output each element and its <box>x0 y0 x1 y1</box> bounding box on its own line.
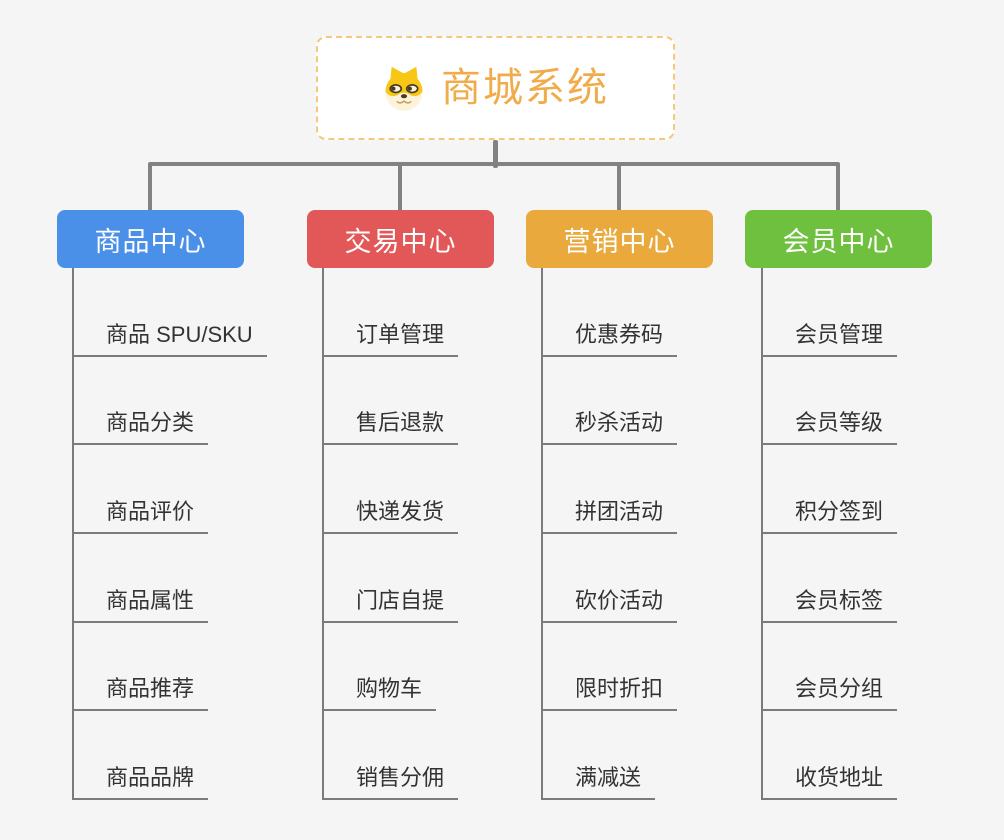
connector-horizontal <box>148 162 840 166</box>
child-node[interactable]: 销售分佣 <box>322 711 459 801</box>
child-node[interactable]: 秒杀活动 <box>541 357 678 446</box>
root-node[interactable]: 商城系统 <box>316 36 675 140</box>
child-node[interactable]: 商品 SPU/SKU <box>72 268 267 357</box>
child-node[interactable]: 优惠券码 <box>541 268 678 357</box>
branch-node-trade-center[interactable]: 交易中心 <box>307 210 494 268</box>
child-node-label: 购物车 <box>322 678 437 712</box>
child-node-label: 积分签到 <box>761 501 898 535</box>
child-node[interactable]: 购物车 <box>322 623 458 712</box>
child-node[interactable]: 会员分组 <box>761 623 898 712</box>
doge-icon <box>385 66 423 111</box>
child-node-label: 快递发货 <box>322 501 459 535</box>
child-node[interactable]: 订单管理 <box>322 268 459 357</box>
child-node[interactable]: 拼团活动 <box>541 445 678 535</box>
child-node[interactable]: 积分签到 <box>761 445 898 535</box>
child-node-label: 销售分佣 <box>322 767 459 801</box>
child-node[interactable]: 会员等级 <box>761 357 898 446</box>
child-node[interactable]: 商品属性 <box>72 534 267 623</box>
child-node-label: 商品品牌 <box>72 767 209 801</box>
child-node[interactable]: 限时折扣 <box>541 623 678 712</box>
branch-children-member: 会员管理 会员等级 积分签到 会员标签 会员分组 收货地址 <box>761 268 898 801</box>
connector-stub-trade <box>398 164 402 210</box>
child-node[interactable]: 商品品牌 <box>72 711 267 801</box>
child-node-label: 砍价活动 <box>541 589 678 623</box>
child-node[interactable]: 会员管理 <box>761 268 898 357</box>
child-node[interactable]: 售后退款 <box>322 357 459 446</box>
child-node[interactable]: 快递发货 <box>322 445 459 535</box>
child-node-label: 会员等级 <box>761 412 898 446</box>
connector-stub-marketing <box>617 164 621 210</box>
child-node-label: 秒杀活动 <box>541 412 678 446</box>
branch-children-product: 商品 SPU/SKU 商品分类 商品评价 商品属性 商品推荐 商品品牌 <box>72 268 267 801</box>
branch-node-member-center[interactable]: 会员中心 <box>745 210 932 268</box>
child-node-label: 拼团活动 <box>541 501 678 535</box>
child-node-label: 限时折扣 <box>541 678 678 712</box>
branch-node-product-center[interactable]: 商品中心 <box>57 210 244 268</box>
branch-children-marketing: 优惠券码 秒杀活动 拼团活动 砍价活动 限时折扣 满减送 <box>541 268 678 801</box>
child-node[interactable]: 商品分类 <box>72 357 267 446</box>
child-node[interactable]: 砍价活动 <box>541 534 678 623</box>
child-node-label: 商品属性 <box>72 589 209 623</box>
child-node[interactable]: 会员标签 <box>761 534 898 623</box>
child-node[interactable]: 门店自提 <box>322 534 459 623</box>
child-node-label: 收货地址 <box>761 767 898 801</box>
child-node[interactable]: 收货地址 <box>761 711 898 801</box>
branch-node-marketing-center[interactable]: 营销中心 <box>526 210 713 268</box>
connector-root-vertical <box>493 140 498 168</box>
child-node-label: 订单管理 <box>322 323 459 357</box>
child-node-label: 售后退款 <box>322 412 459 446</box>
child-node-label: 优惠券码 <box>541 323 678 357</box>
child-node-label: 门店自提 <box>322 589 459 623</box>
child-node-label: 满减送 <box>541 767 656 801</box>
child-node-label: 会员管理 <box>761 323 898 357</box>
child-node-label: 商品评价 <box>72 501 209 535</box>
child-node-label: 商品分类 <box>72 412 209 446</box>
connector-stub-member <box>836 164 840 210</box>
child-node-label: 会员分组 <box>761 678 898 712</box>
root-title: 商城系统 <box>441 66 609 110</box>
child-node[interactable]: 商品推荐 <box>72 623 267 712</box>
child-node-label: 商品 SPU/SKU <box>72 323 267 357</box>
child-node-label: 商品推荐 <box>72 678 209 712</box>
child-node[interactable]: 商品评价 <box>72 445 267 535</box>
child-node[interactable]: 满减送 <box>541 711 677 801</box>
child-node-label: 会员标签 <box>761 589 898 623</box>
connector-stub-product <box>148 164 152 210</box>
branch-children-trade: 订单管理 售后退款 快递发货 门店自提 购物车 销售分佣 <box>322 268 459 801</box>
